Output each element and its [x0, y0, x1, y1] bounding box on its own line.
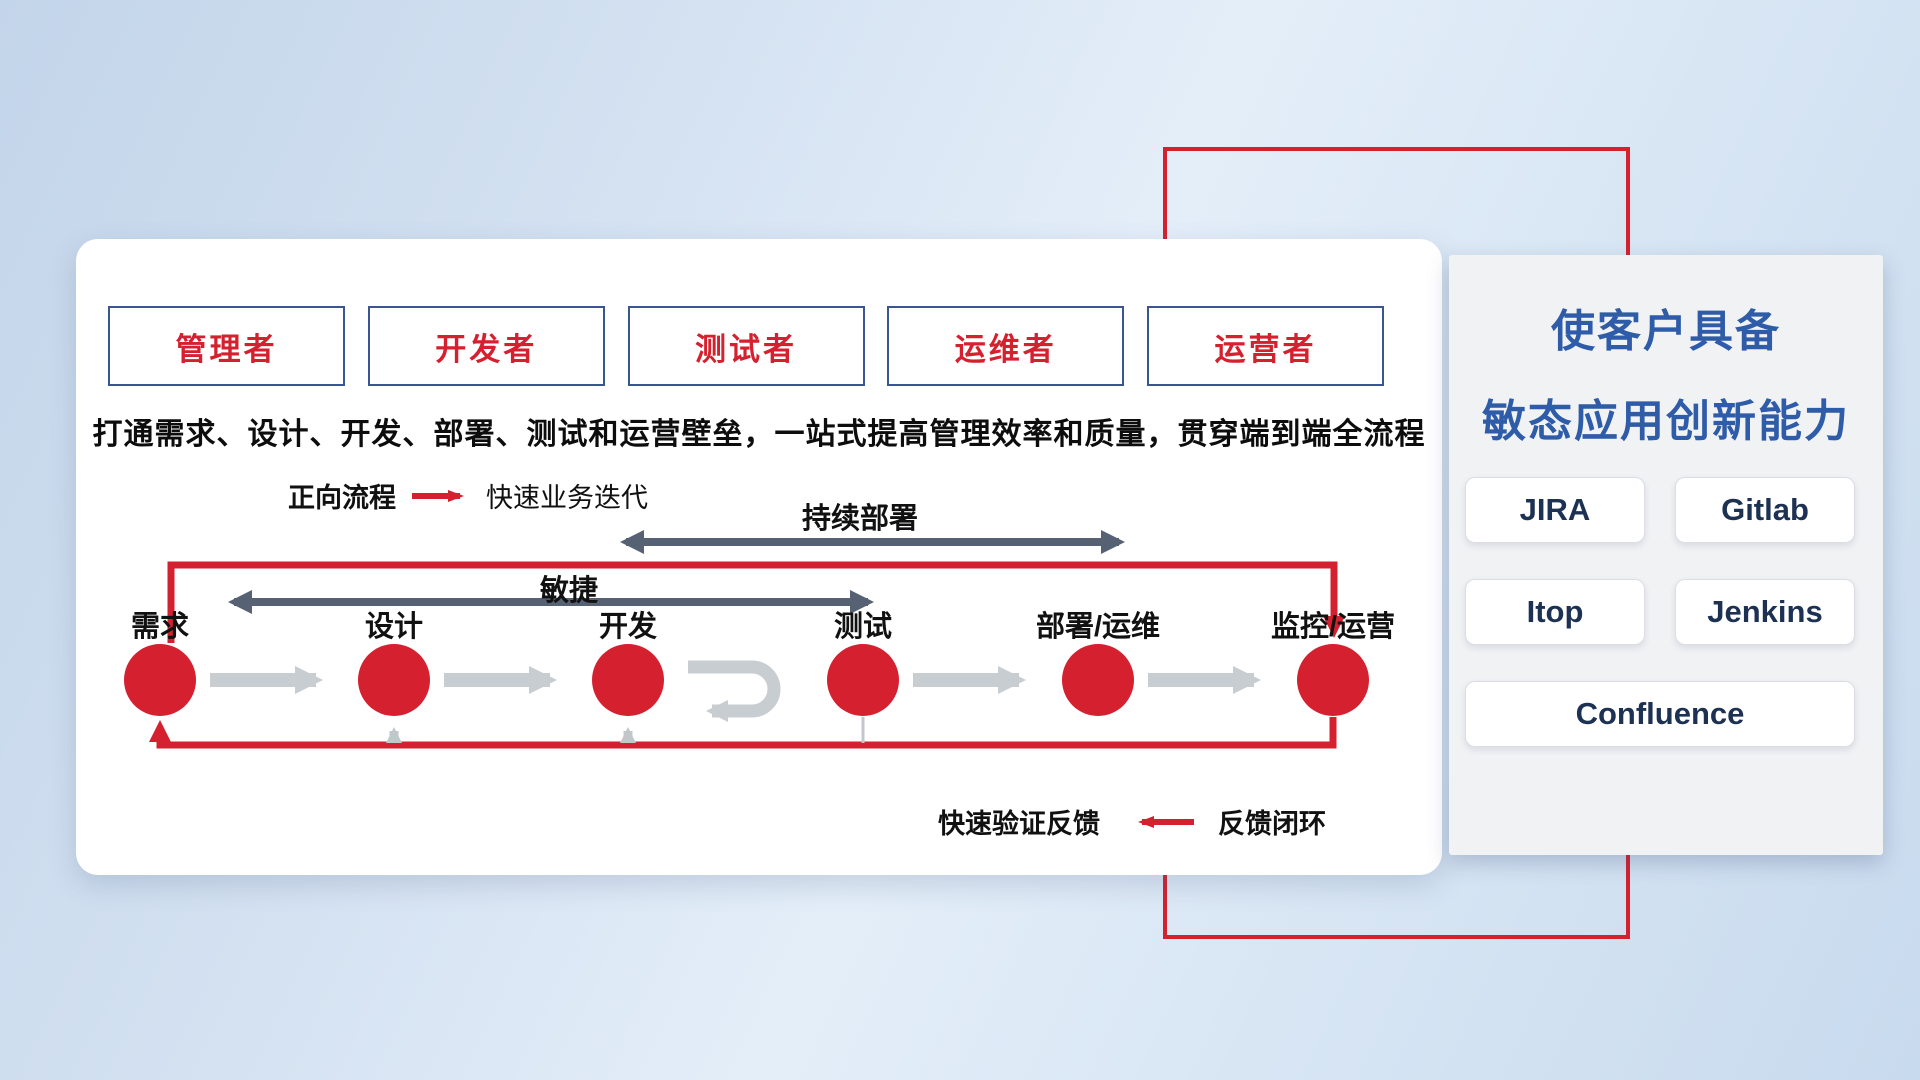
node-label-test: 测试 — [833, 611, 892, 643]
node-circle-deploy-ops — [1062, 644, 1134, 716]
tool-box-itop: Itop — [1465, 579, 1645, 645]
role-box-business-ops: 运营者 — [1147, 306, 1384, 386]
red-forward-loop-line — [167, 561, 1345, 643]
capability-title-line2: 敏态应用创新能力 — [1482, 397, 1850, 446]
node-circle-design — [358, 644, 430, 716]
node-circle-test — [827, 644, 899, 716]
node-label-deploy-ops: 部署/运维 — [1035, 611, 1161, 643]
node-circle-monitor-ops — [1297, 644, 1369, 716]
role-box-developer: 开发者 — [367, 306, 605, 386]
role-label: 开发者 — [435, 331, 538, 367]
forward-legend-label: 正向流程 — [288, 483, 396, 513]
capability-title-line1: 使客户具备 — [1551, 307, 1781, 356]
tool-box-jenkins: Jenkins — [1675, 579, 1855, 645]
red-left-arrow-icon — [1138, 815, 1194, 828]
feedback-legend: 快速验证反馈 反馈闭环 — [938, 802, 1326, 841]
devops-flow-panel: 管理者 开发者 测试者 运维者 运营者 打通需求、设计、开发、部署、测试和运营壁… — [76, 239, 1442, 875]
panel-headline: 打通需求、设计、开发、部署、测试和运营壁垒，一站式提高管理效率和质量，贯穿端到端… — [92, 418, 1426, 451]
role-boxes-row: 管理者 开发者 测试者 运维者 运营者 — [108, 306, 1384, 386]
role-label: 运维者 — [954, 331, 1057, 367]
role-box-tester: 测试者 — [627, 306, 865, 386]
forward-legend-value: 快速业务迭代 — [486, 483, 648, 513]
tool-box-gitlab: Gitlab — [1675, 477, 1855, 543]
continuous-deploy-label: 持续部署 — [801, 503, 918, 535]
tool-box-jira: JIRA — [1465, 477, 1645, 543]
feedback-legend-value: 反馈闭环 — [1218, 809, 1326, 839]
node-label-monitor-ops: 监控/运营 — [1270, 611, 1396, 643]
node-label-requirements: 需求 — [130, 611, 189, 643]
role-label: 运营者 — [1214, 331, 1317, 367]
role-box-manager: 管理者 — [108, 306, 345, 386]
forward-flow-legend: 正向流程 快速业务迭代 — [288, 476, 648, 515]
node-circle-requirements — [124, 644, 196, 716]
iteration-loop-icon — [688, 660, 781, 722]
tool-box-confluence: Confluence — [1465, 681, 1855, 747]
node-label-design: 设计 — [364, 611, 423, 643]
agile-label: 敏捷 — [539, 575, 598, 607]
red-right-arrow-icon — [412, 489, 464, 502]
node-label-develop: 开发 — [598, 611, 657, 643]
flow-arrows-layer — [149, 530, 1345, 749]
node-circle-develop — [592, 644, 664, 716]
role-label: 测试者 — [695, 331, 797, 367]
capability-panel: 使客户具备 敏态应用创新能力 JIRA Gitlab Itop Jenkins … — [1449, 255, 1883, 855]
role-box-operator: 运维者 — [887, 306, 1125, 386]
role-label: 管理者 — [175, 331, 278, 367]
red-feedback-loop-line — [149, 717, 1337, 749]
tools-grid: JIRA Gitlab Itop Jenkins Confluence — [1465, 477, 1855, 747]
feedback-legend-label: 快速验证反馈 — [938, 809, 1100, 839]
